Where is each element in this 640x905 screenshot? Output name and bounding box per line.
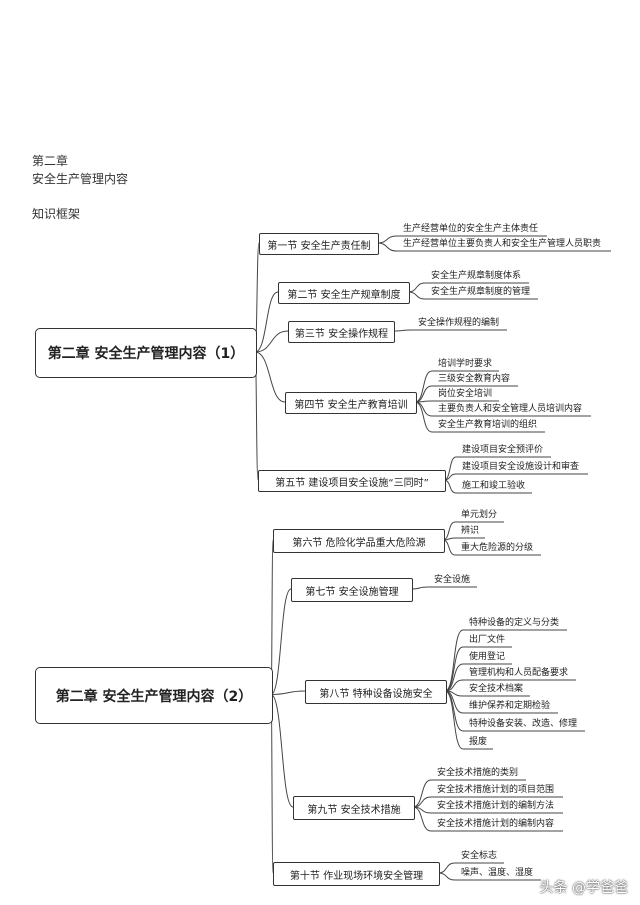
map1-leaf-connector bbox=[392, 329, 507, 332]
map1-leaf-item: 三级安全教育内容 bbox=[438, 374, 511, 384]
map1-root-node: 第二章 安全生产管理内容（1） bbox=[35, 328, 257, 378]
map2-leaf-connector bbox=[412, 806, 563, 832]
map2-branch-connector bbox=[270, 694, 294, 808]
map2-leaf-connector bbox=[444, 690, 493, 750]
map1-branch-connector bbox=[254, 330, 289, 353]
map1-leaf-item: 岗位安全培训 bbox=[438, 389, 493, 399]
map1-leaf-connector bbox=[414, 400, 499, 403]
map2-leaf-connector bbox=[437, 872, 541, 881]
chapter-label: 第二章 bbox=[32, 154, 69, 168]
map1-leaf-item: 安全生产规章制度的管理 bbox=[431, 287, 531, 297]
map1-branch-connector bbox=[254, 351, 286, 403]
map2-leaf-item: 重大危险源的分级 bbox=[461, 543, 534, 553]
framework-label: 知识框架 bbox=[32, 207, 81, 221]
map1-leaf-connector bbox=[414, 385, 518, 403]
map2-branch-connector bbox=[270, 588, 292, 695]
map2-leaf-item: 报废 bbox=[469, 737, 488, 747]
map2-leaf-connector bbox=[412, 779, 526, 808]
map2-leaf-connector bbox=[444, 663, 512, 692]
map2-leaf-item: 辨识 bbox=[461, 526, 480, 536]
map2-leaf-item: 特种设备的定义与分类 bbox=[469, 618, 560, 628]
map2-branch-connector bbox=[270, 690, 306, 695]
map1-section-node: 第一节 安全生产责任制 bbox=[259, 233, 379, 255]
map2-section-node: 第九节 安全技术措施 bbox=[293, 796, 415, 820]
map1-leaf-item: 建设项目安全设施设计和审查 bbox=[462, 462, 580, 472]
map1-leaf-item: 安全生产规章制度体系 bbox=[431, 271, 522, 281]
map1-leaf-item: 建设项目安全预评价 bbox=[462, 445, 544, 455]
map2-leaf-item: 安全设施 bbox=[434, 575, 471, 585]
map1-section-node: 第二节 安全生产规章制度 bbox=[278, 282, 410, 304]
map1-leaf-item: 安全操作规程的编制 bbox=[418, 318, 500, 328]
chapter-title: 安全生产管理内容 bbox=[32, 172, 129, 186]
map2-section-node: 第八节 特种设备设施安全 bbox=[305, 680, 447, 704]
map1-branch-connector bbox=[254, 291, 279, 353]
map1-leaf-connector bbox=[376, 242, 611, 252]
map1-leaf-connector bbox=[414, 370, 499, 403]
map1-leaf-item: 生产经营单位主要负责人和安全生产管理人员职责 bbox=[403, 239, 602, 249]
map2-leaf-item: 单元划分 bbox=[461, 510, 498, 520]
map2-leaf-item: 安全标志 bbox=[461, 851, 498, 861]
map1-leaf-item: 生产经营单位的安全生产主体责任 bbox=[403, 224, 539, 234]
map2-leaf-item: 特种设备安装、改造、修理 bbox=[469, 719, 578, 729]
map1-leaf-item: 主要负责人和安全管理人员培训内容 bbox=[438, 404, 583, 414]
map2-leaf-item: 安全技术档案 bbox=[469, 684, 524, 694]
watermark: 头条 @学爸爸 bbox=[539, 880, 628, 896]
map1-leaf-connector bbox=[376, 235, 547, 244]
map2-leaf-item: 使用登记 bbox=[469, 652, 506, 662]
map2-leaf-item: 出厂文件 bbox=[469, 635, 506, 645]
map1-leaf-item: 培训学时要求 bbox=[438, 359, 493, 369]
map2-leaf-item: 噪声、温度、湿度 bbox=[461, 868, 534, 878]
map2-root-node: 第二章 安全生产管理内容（2） bbox=[35, 667, 273, 724]
map2-leaf-connector bbox=[444, 629, 567, 692]
map2-section-node: 第六节 危险化学品重大危险源 bbox=[273, 529, 445, 553]
map1-section-node: 第四节 安全生产教育培训 bbox=[285, 392, 417, 414]
map1-leaf-connector bbox=[414, 401, 545, 433]
map2-leaf-connector bbox=[410, 586, 477, 590]
map2-leaf-item: 安全技术措施计划的编制内容 bbox=[437, 819, 555, 829]
map1-leaf-connector bbox=[407, 291, 538, 300]
map1-leaf-connector bbox=[407, 282, 529, 293]
map2-leaf-item: 安全技术措施的类别 bbox=[437, 768, 519, 778]
map1-section-node: 第五节 建设项目安全设施“三同时” bbox=[258, 470, 446, 492]
map2-leaf-item: 管理机构和人员配备要求 bbox=[469, 668, 569, 678]
map2-leaf-connector bbox=[442, 537, 485, 541]
map1-leaf-item: 安全生产教育培训的组织 bbox=[438, 420, 538, 430]
map2-leaf-item: 安全技术措施计划的编制方法 bbox=[437, 801, 555, 811]
map1-leaf-item: 施工和竣工验收 bbox=[462, 481, 526, 491]
map2-leaf-item: 维护保养和定期检验 bbox=[469, 701, 551, 711]
map2-leaf-connector bbox=[437, 862, 504, 874]
map2-leaf-connector bbox=[412, 796, 563, 808]
map2-section-node: 第七节 安全设施管理 bbox=[291, 578, 413, 602]
map2-leaf-item: 安全技术措施计划的项目范围 bbox=[437, 785, 555, 795]
map2-leaf-connector bbox=[444, 679, 576, 692]
map1-section-node: 第三节 安全操作规程 bbox=[288, 321, 395, 343]
map2-section-node: 第十节 作业现场环境安全管理 bbox=[273, 862, 440, 886]
